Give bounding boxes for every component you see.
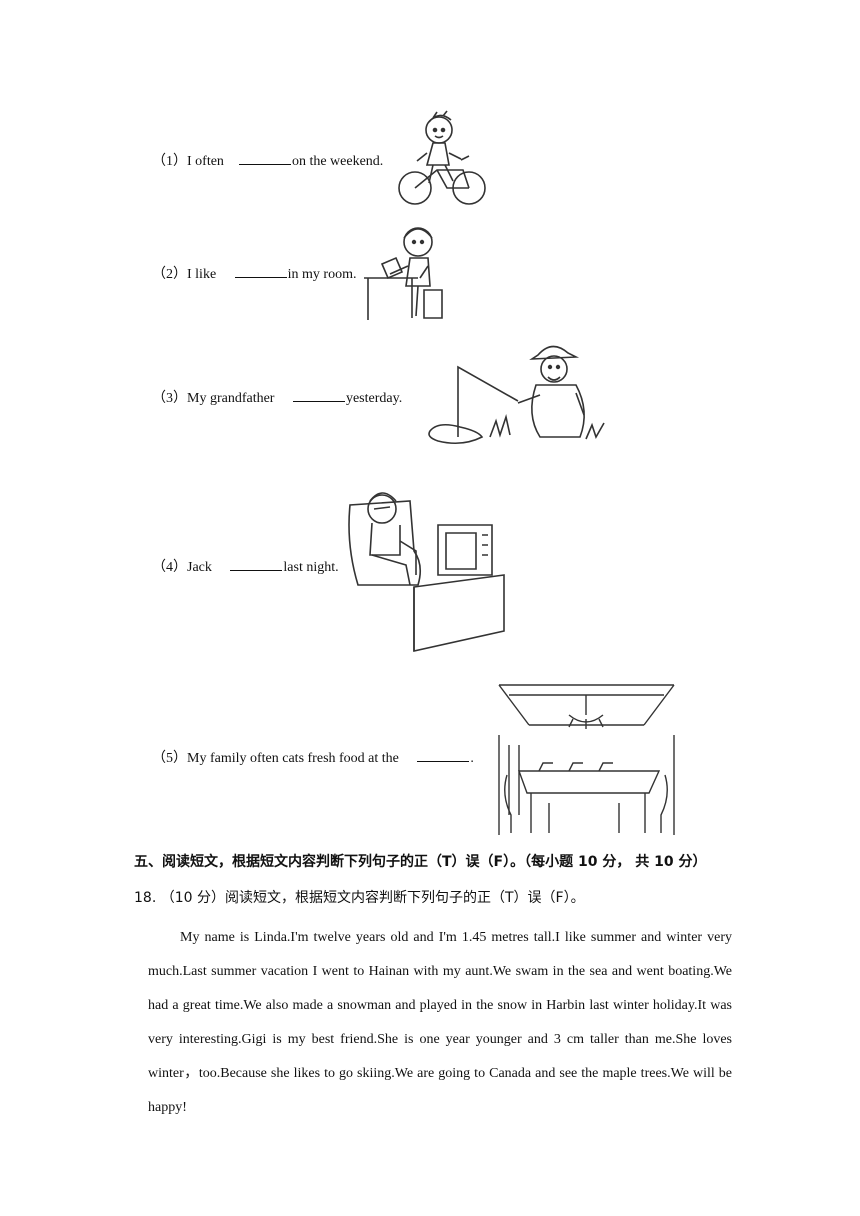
item-text-before: My family often cats fresh food at the [187, 751, 399, 766]
item-number: （1） [152, 154, 187, 169]
answer-blank[interactable] [234, 265, 287, 278]
exercise-item-5: （5）My family often cats fresh food at th… [152, 749, 474, 768]
item-text-before: Jack [187, 560, 212, 575]
grandfather-fishing-illustration [410, 333, 608, 459]
girl-reading-at-desk-illustration [362, 220, 448, 322]
item-text-before: I like [187, 267, 217, 282]
exercise-item-2: （2）I like in my room. [152, 265, 357, 284]
question-18: 18. （10 分）阅读短文，根据短文内容判断下列句子的正（T）误（F）。 [134, 889, 585, 907]
item-text-after: last night. [283, 560, 339, 575]
answer-blank[interactable] [417, 749, 470, 762]
item-number: （5） [152, 751, 187, 766]
exercise-item-3: （3）My grandfather yesterday. [152, 389, 402, 408]
item-number: （4） [152, 560, 187, 575]
item-text-after: in my room. [287, 267, 357, 282]
boy-watching-tv-illustration [342, 475, 518, 657]
item-text-after: . [470, 751, 474, 766]
answer-blank[interactable] [238, 152, 291, 165]
dining-room-illustration [489, 675, 684, 838]
item-text-before: I often [187, 154, 224, 169]
exercise-item-1: （1）I often on the weekend. [152, 152, 383, 171]
boy-riding-bike-illustration [393, 108, 495, 212]
question-instruction: （10 分）阅读短文，根据短文内容判断下列句子的正（T）误（F）。 [160, 890, 585, 906]
question-number: 18. [134, 890, 157, 906]
item-number: （2） [152, 267, 187, 282]
section-heading: 五、阅读短文，根据短文内容判断下列句子的正（T）误（F）。（每小题 10 分， … [134, 854, 707, 870]
item-text-after: on the weekend. [291, 154, 384, 169]
exercise-item-4: （4）Jack last night. [152, 558, 339, 577]
item-number: （3） [152, 391, 187, 406]
answer-blank[interactable] [230, 558, 283, 571]
answer-blank[interactable] [292, 389, 345, 402]
passage-text: My name is Linda.I'm twelve years old an… [148, 930, 732, 1115]
item-text-before: My grandfather [187, 391, 275, 406]
item-text-after: yesterday. [345, 391, 403, 406]
reading-passage: My name is Linda.I'm twelve years old an… [148, 921, 732, 1125]
